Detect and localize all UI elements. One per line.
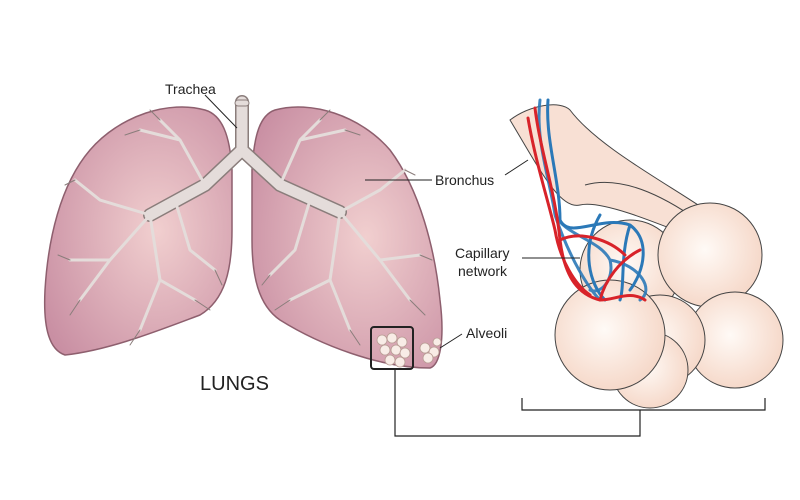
alveoli-large bbox=[554, 202, 784, 409]
leader-lines bbox=[204, 94, 580, 349]
trachea-bronchial-tree bbox=[57, 95, 433, 346]
alveoli-cluster-small bbox=[376, 332, 442, 368]
label-trachea: Trachea bbox=[165, 81, 216, 97]
label-capillary-2: network bbox=[458, 263, 508, 279]
right-lung bbox=[251, 106, 443, 369]
label-capillary-1: Capillary bbox=[455, 245, 509, 261]
trachea-top bbox=[234, 99, 250, 107]
left-lung bbox=[43, 106, 233, 356]
bracket bbox=[521, 398, 766, 411]
connector-line bbox=[394, 369, 641, 437]
label-bronchus: Bronchus bbox=[435, 172, 494, 188]
capillary-network bbox=[526, 98, 648, 302]
zoom-box bbox=[370, 326, 414, 370]
label-lungs: LUNGS bbox=[200, 373, 269, 395]
label-alveoli: Alveoli bbox=[466, 325, 507, 341]
